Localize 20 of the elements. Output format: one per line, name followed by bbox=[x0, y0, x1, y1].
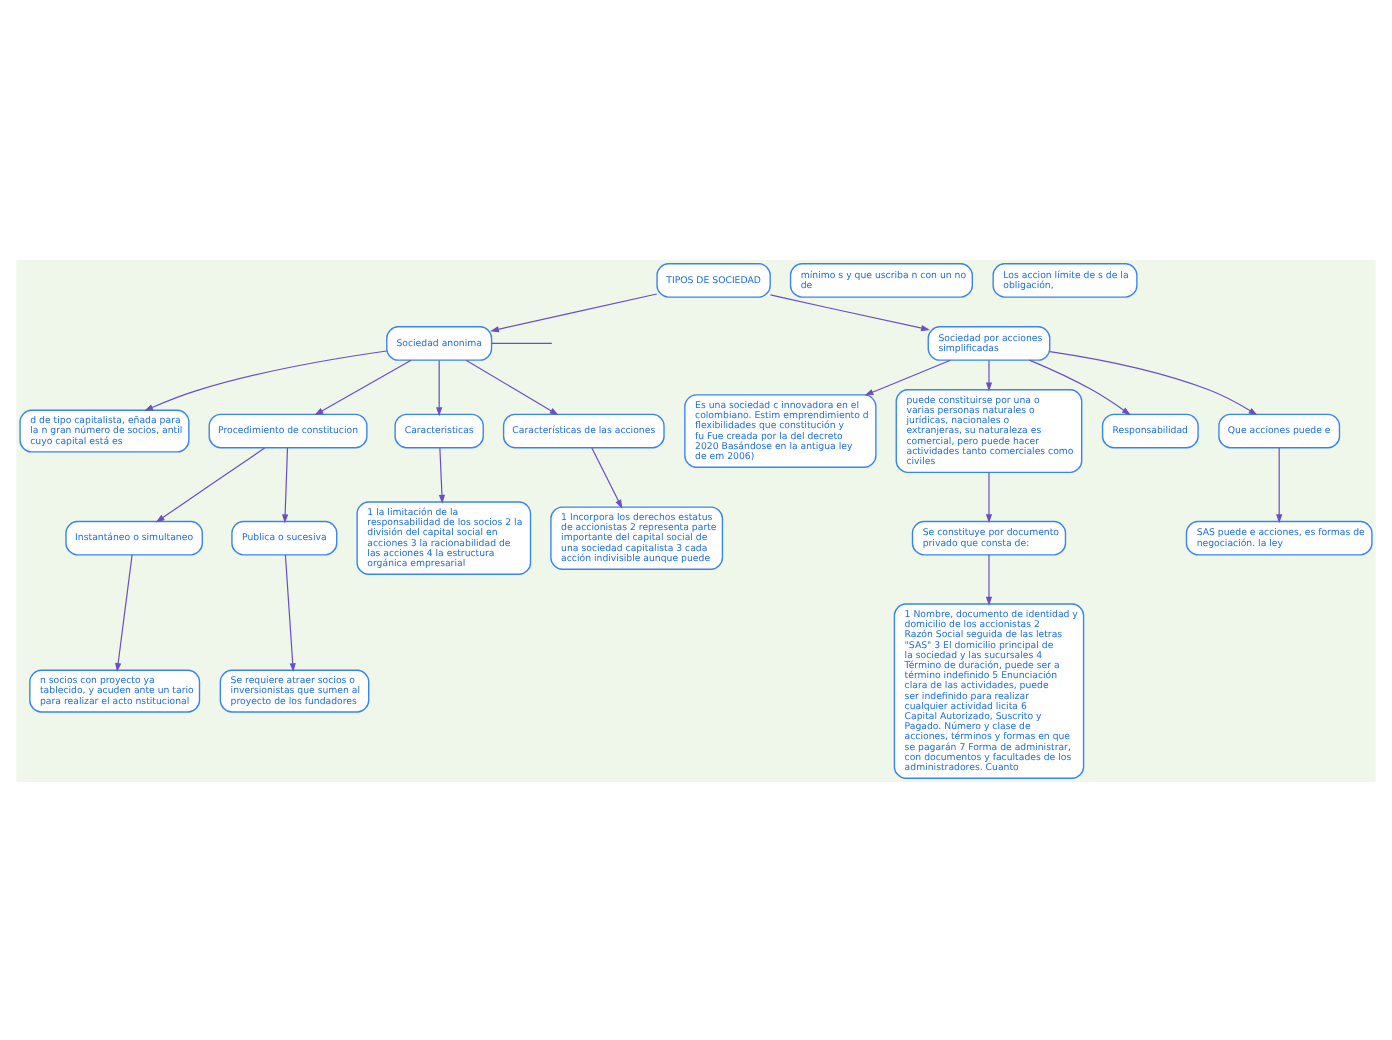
arrow bbox=[438, 446, 446, 503]
arrow bbox=[1049, 350, 1258, 415]
arrow bbox=[282, 446, 289, 523]
arrow bbox=[864, 358, 952, 395]
arrow bbox=[436, 358, 443, 416]
arrow bbox=[1276, 446, 1283, 523]
connector bbox=[491, 341, 553, 344]
arrow bbox=[769, 293, 930, 331]
arrow bbox=[155, 446, 266, 522]
arrow bbox=[490, 292, 658, 332]
arrow bbox=[144, 349, 388, 410]
arrow bbox=[985, 358, 993, 391]
arrow bbox=[985, 470, 993, 523]
arrow bbox=[314, 358, 412, 415]
arrow bbox=[591, 446, 623, 508]
arrow bbox=[985, 553, 993, 605]
arrow bbox=[465, 358, 559, 415]
arrow bbox=[1028, 358, 1131, 415]
arrow bbox=[284, 553, 296, 672]
arrow bbox=[115, 553, 133, 672]
